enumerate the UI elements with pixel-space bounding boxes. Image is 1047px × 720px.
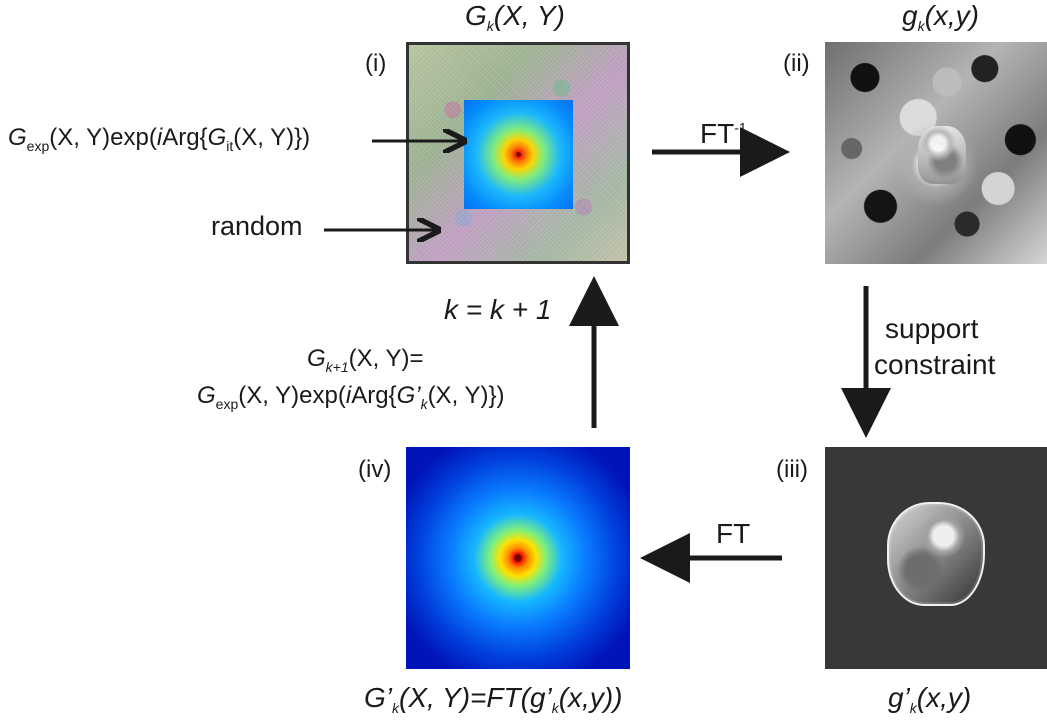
bottom-left-title: G’k(X, Y)=FT(g’k(x,y)) <box>364 682 623 716</box>
right-arrow-label-line1: support <box>885 313 979 344</box>
bottom-right-title: g’k(x,y) <box>888 682 972 716</box>
fourier-domain-panel-iv <box>406 447 630 669</box>
tag-iv: (iv) <box>358 456 392 483</box>
bottom-arrow-label: FT <box>716 518 751 549</box>
random-label: random <box>211 211 303 241</box>
object-domain-panel-ii <box>825 42 1047 264</box>
support-constrained-panel-iii <box>825 447 1047 669</box>
tag-i: (i) <box>365 50 387 77</box>
spectrum-core <box>464 100 573 209</box>
masked-portrait-image <box>887 502 985 606</box>
update-label: k = k + 1 <box>444 294 552 325</box>
right-arrow-label-line2: constraint <box>874 349 996 380</box>
top-right-title: gk(x,y) <box>902 0 980 34</box>
left-formula-line2: Gexp(X, Y)exp(iArg{G’k(X, Y)}) <box>197 382 505 412</box>
tag-iii: (iii) <box>776 456 808 483</box>
top-left-title: Gk(X, Y) <box>465 0 565 34</box>
portrait-image <box>918 126 966 184</box>
left-top-formula: Gexp(X, Y)exp(iArg{Git(X, Y)}) <box>8 124 311 154</box>
left-formula-line1: Gk+1(X, Y)= <box>307 345 424 375</box>
fourier-domain-panel-i <box>406 42 630 264</box>
tag-ii: (ii) <box>783 50 810 77</box>
